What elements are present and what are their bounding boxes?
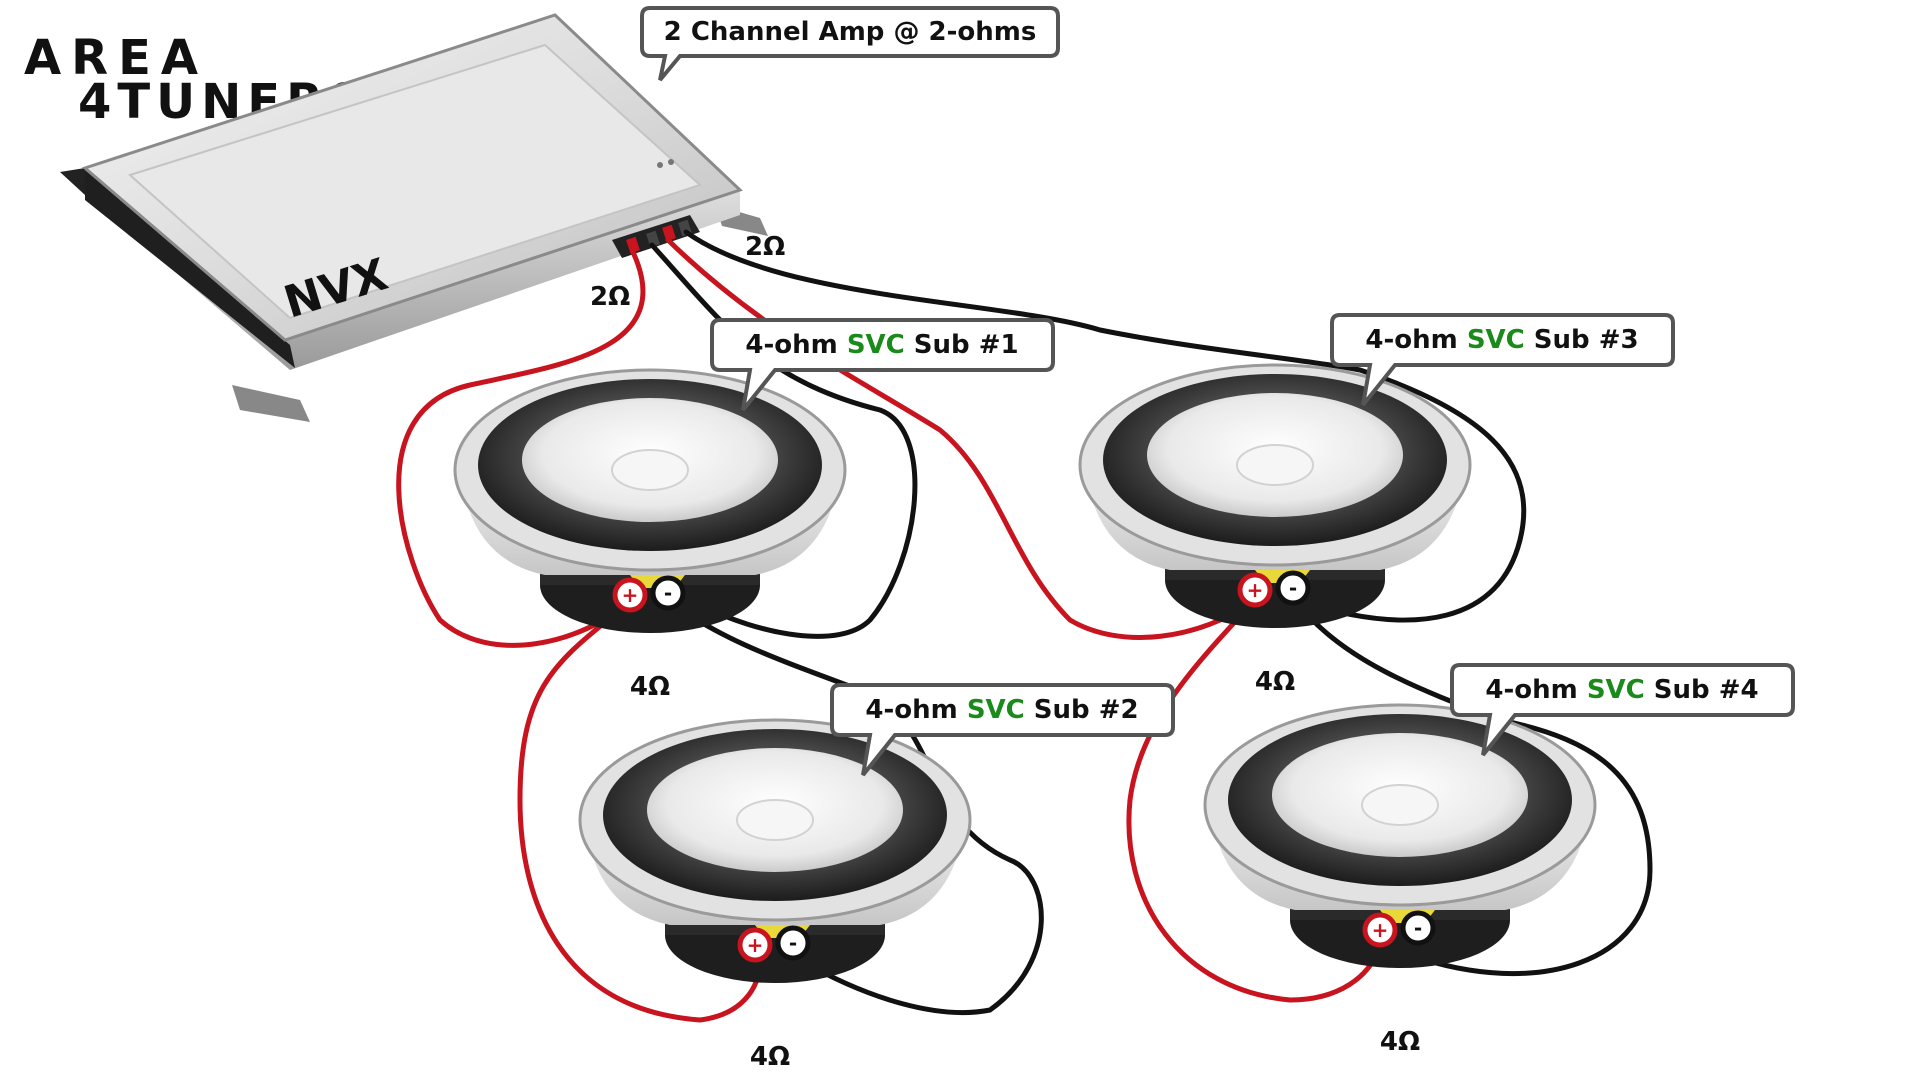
sub-dust-cap	[1361, 784, 1439, 826]
sub-terminal-positive: +	[1237, 572, 1273, 608]
sub-callout-bubble	[710, 318, 1055, 412]
wire-sub1-sub2-negative	[665, 597, 1044, 1015]
sub-dust-cap	[611, 449, 689, 491]
positive-terminal-symbol: +	[747, 933, 764, 957]
sub-label-svc: SVC	[967, 695, 1025, 725]
wire-sub2-positive	[517, 597, 763, 1023]
negative-terminal-symbol: -	[789, 931, 797, 955]
sub-callout-bubble	[1330, 313, 1675, 407]
sub-label-svc: SVC	[1467, 325, 1525, 355]
amp-side-panel	[85, 170, 295, 368]
positive-terminal-symbol: +	[1372, 918, 1389, 942]
amp-terminal-pos-2	[662, 224, 676, 242]
negative-terminal-ring	[650, 575, 686, 611]
sub-terminal-negative: -	[650, 575, 686, 611]
sub-terminal-negative: -	[775, 925, 811, 961]
sub-terminal-positive: +	[1362, 912, 1398, 948]
sub-label-prefix: 4-ohm	[1485, 675, 1586, 705]
subwoofer-3: + - 4-ohm SVC Sub #3 4Ω	[1078, 313, 1675, 697]
amp-channel-right-ohms: 2Ω	[745, 232, 785, 262]
amp-terminal-pos-1	[626, 236, 640, 254]
sub-label-suffix: Sub #4	[1645, 675, 1759, 705]
amp-callout: 2 Channel Amp @ 2-ohms	[640, 6, 1060, 82]
amp-terminal-neg-1	[646, 230, 660, 248]
sub-callout-text: 4-ohm SVC Sub #1	[745, 330, 1018, 360]
sub-ohms: 4Ω	[1255, 667, 1295, 697]
sub-label-prefix: 4-ohm	[1365, 325, 1466, 355]
sub-callout: 4-ohm SVC Sub #1	[710, 318, 1055, 412]
sub-label-svc: SVC	[847, 330, 905, 360]
wire-ch1-positive	[396, 247, 646, 648]
sub-terminal-negative: -	[1275, 570, 1311, 606]
positive-terminal-ring	[1237, 572, 1273, 608]
positive-terminal-ring	[1362, 912, 1398, 948]
sub-callout-text: 4-ohm SVC Sub #2	[865, 695, 1138, 725]
sub-callout: 4-ohm SVC Sub #3	[1330, 313, 1675, 407]
sub-callout-text: 4-ohm SVC Sub #4	[1485, 675, 1758, 705]
sub-dust-cap	[736, 799, 814, 841]
sub-ohms: 4Ω	[630, 672, 670, 702]
positive-terminal-ring	[612, 577, 648, 613]
sub-label-prefix: 4-ohm	[865, 695, 966, 725]
amp-led-2	[668, 159, 674, 165]
sub-terminal-positive: +	[612, 577, 648, 613]
sub-terminal-positive: +	[737, 927, 773, 963]
amp-side-dark	[60, 168, 85, 195]
subwoofer-4: + - 4-ohm SVC Sub #4 4Ω	[1203, 663, 1795, 1057]
amp-led-1	[657, 162, 663, 168]
amp-top-inset	[128, 43, 702, 320]
sub-label-prefix: 4-ohm	[745, 330, 846, 360]
sub-label-suffix: Sub #3	[1525, 325, 1639, 355]
sub-ohms: 4Ω	[1380, 1027, 1420, 1057]
positive-terminal-symbol: +	[622, 583, 639, 607]
sub-callout: 4-ohm SVC Sub #4	[1450, 663, 1795, 757]
positive-terminal-ring	[737, 927, 773, 963]
wire-ch2-negative	[683, 229, 1527, 623]
negative-terminal-ring	[775, 925, 811, 961]
amplifier: NVX	[60, 13, 768, 422]
sub-label-suffix: Sub #2	[1025, 695, 1139, 725]
sub-terminal-negative: -	[1400, 910, 1436, 946]
wire-sub3-sub4-positive	[1126, 597, 1381, 1003]
sub-callout-bubble	[1450, 663, 1795, 757]
amp-callout-text: 2 Channel Amp @ 2-ohms	[664, 17, 1037, 47]
negative-terminal-symbol: -	[1289, 576, 1297, 600]
sub-label-svc: SVC	[1587, 675, 1645, 705]
sub-label-suffix: Sub #1	[905, 330, 1019, 360]
sub-callout-text: 4-ohm SVC Sub #3	[1365, 325, 1638, 355]
sub-ohms: 4Ω	[750, 1042, 790, 1072]
sub-callout: 4-ohm SVC Sub #2	[830, 683, 1175, 777]
subwoofer-2: + - 4-ohm SVC Sub #2 4Ω	[578, 683, 1175, 1072]
amp-channel-left-ohms: 2Ω	[590, 282, 630, 312]
amp-callout-bubble	[640, 6, 1060, 82]
positive-terminal-symbol: +	[1247, 578, 1264, 602]
subwoofer-1: + - 4-ohm SVC Sub #1 4Ω	[453, 318, 1055, 702]
logo-line-1: AREA	[24, 30, 208, 86]
negative-terminal-ring	[1400, 910, 1436, 946]
negative-terminal-ring	[1275, 570, 1311, 606]
negative-terminal-symbol: -	[664, 581, 672, 605]
sub-dust-cap	[1236, 444, 1314, 486]
sub-callout-bubble	[830, 683, 1175, 777]
subwoofers: + - 4-ohm SVC Sub #1 4Ω + - 4-ohm SVC Sub #2 4Ω…	[453, 313, 1795, 1072]
amp-foot-left	[232, 385, 310, 422]
wire-sub3-sub4-negative	[1292, 597, 1653, 977]
negative-terminal-symbol: -	[1414, 916, 1422, 940]
